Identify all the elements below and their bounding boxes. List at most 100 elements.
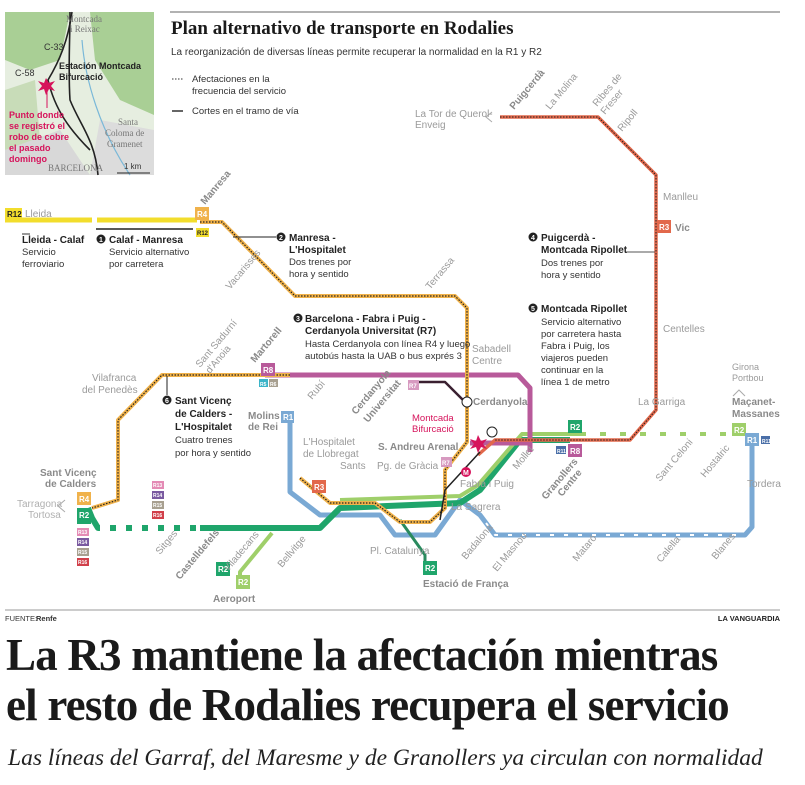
badge-r13-svicenc: R13: [78, 530, 87, 536]
station-molins-2: de Rei: [248, 422, 278, 433]
note-5-number: 5: [531, 306, 535, 313]
station-sabadell-2: Centre: [472, 356, 502, 367]
station-manresa: Manresa: [199, 168, 234, 206]
note-4-desc-2: hora y sentido: [541, 270, 601, 281]
inset-santa-1: Santa: [118, 117, 138, 127]
note-1-number: 1: [99, 237, 103, 244]
note-2-desc-2: hora y sentido: [289, 269, 349, 280]
note-6-desc-1: Cuatro trenes: [175, 435, 233, 446]
inset-scale: 1 km: [124, 162, 142, 171]
station-sants: Sants: [340, 461, 366, 472]
note-5-desc-2: por carretera hasta: [541, 329, 622, 340]
badge-r4-manresa: R4: [197, 210, 208, 219]
station-molins-1: Molins: [248, 411, 280, 422]
line-badges: R12 R4 R12 R3 R8 R5 R6 R1 R7 R7 R3 R4 R2…: [5, 111, 771, 589]
station-vic: Vic: [675, 223, 690, 234]
station-hospitalet-1: L'Hospitalet: [303, 437, 355, 448]
note-3-title-1: Barcelona - Fabra i Puig -: [305, 314, 426, 325]
note-4-desc-1: Dos trenes por: [541, 258, 603, 269]
arrow-tarragona-icon: [57, 499, 66, 513]
badge-r12-manresa: R12: [197, 231, 209, 237]
station-fabra: Fabra i Puig: [460, 479, 514, 490]
badge-r3-vic: R3: [659, 223, 670, 232]
legend-solid: Cortes en el tramo de vía: [192, 106, 299, 117]
headline-line-1: La R3 mantiene la afectación mientras: [6, 630, 718, 680]
station-svicenc-2: de Calders: [45, 479, 97, 490]
station-catalunya: Pl. Catalunya: [370, 546, 430, 557]
badge-r5-martorell: R5: [260, 382, 267, 388]
note-5-desc-5: continuar en la: [541, 365, 604, 376]
badge-r16-svicenc: R16: [78, 560, 87, 566]
station-celoni: Sant Celoni: [654, 437, 696, 484]
badge-r2-svicenc: R2: [79, 511, 90, 520]
station-manlleu: Manlleu: [663, 192, 698, 203]
station-castelldefels: Castelldefels: [174, 527, 222, 582]
interchange-cerdanyola-icon: [461, 396, 473, 408]
station-sagrera: La Sagrera: [451, 502, 501, 513]
note-2-title-1: Manresa -: [289, 233, 336, 244]
badge-r2-macanet: R2: [734, 426, 745, 435]
note-3-desc-1: Hasta Cerdanyola con línea R4 y luego: [305, 339, 470, 350]
station-montcada-1: Montcada: [412, 413, 454, 424]
note-2-desc-1: Dos trenes por: [289, 257, 351, 268]
line-r8: [265, 372, 533, 452]
note-3-number: 3: [296, 316, 300, 323]
inset-c58: C-58: [15, 68, 35, 78]
badge-r8-martorell: R8: [263, 366, 274, 375]
badge-r7-cerdanyola: R7: [409, 384, 417, 390]
note-2-title-2: L'Hospitalet: [289, 245, 346, 256]
station-franca: Estació de França: [423, 579, 509, 590]
note-5-desc-6: línea 1 de metro: [541, 377, 610, 388]
legend-dotted-2: frecuencia del servicio: [192, 86, 286, 97]
subheadline: Las líneas del Garraf, del Maresme y de …: [8, 745, 763, 771]
station-lleida: Lleida: [25, 209, 52, 220]
badge-r11-macanet: R11: [762, 439, 771, 445]
note-5-desc-4: viajeros pueden: [541, 353, 608, 364]
station-centelles: Centelles: [663, 324, 705, 335]
interchange-montcada-icon: [486, 426, 498, 438]
metro-icon: [461, 467, 471, 477]
inset-point-2: se registró el: [9, 121, 65, 131]
line-r4-dots: [200, 221, 468, 523]
service-notes: Lleida - Calaf Servicio ferroviario 1 Ca…: [22, 232, 655, 459]
station-macanet-1: Maçanet-: [732, 397, 775, 408]
badge-r6-martorell: R6: [270, 382, 277, 388]
station-molina: La Molina: [544, 71, 581, 112]
inset-santa-3: Gramenet: [107, 139, 143, 149]
inset-point-5: domingo: [9, 154, 47, 164]
station-vilafranca-1: Vilafranca: [92, 373, 137, 384]
badge-r13-sitges: R13: [153, 483, 162, 489]
note-6-title-3: L'Hospitalet: [175, 422, 232, 433]
badge-r3-hospitalet: R3: [314, 483, 325, 492]
badge-r15-svicenc: R15: [78, 550, 87, 556]
badge-r4-svicenc: R4: [79, 495, 90, 504]
station-puigcerda: Puigcerdà: [508, 67, 548, 111]
map-subtitle: La reorganización de diversas líneas per…: [171, 47, 542, 58]
station-tor-2: Enveig: [415, 120, 446, 131]
badge-r1-molins: R1: [283, 413, 294, 422]
badge-r16-sitges: R16: [153, 513, 162, 519]
station-vacarisses: Vacarisses: [224, 248, 263, 292]
line-cut-montcada: [439, 451, 481, 521]
inset-station-2: Bifurcació: [59, 72, 104, 82]
note-6-title-1: Sant Vicenç: [175, 396, 232, 407]
note-4-title-2: Montcada Ripollet: [541, 245, 628, 256]
badge-r1-macanet: R1: [747, 436, 758, 445]
badge-r2-granollers: R2: [570, 423, 581, 432]
inset-point-1: Punto donde: [9, 110, 64, 120]
note-6-title-2: de Calders -: [175, 409, 232, 420]
rodalies-map: Montcada i Reixac C-33 C-58 Estación Mon…: [5, 11, 781, 623]
lleida-note-desc-1: Servicio: [22, 247, 56, 258]
station-cerdanyola: Cerdanyola: [473, 397, 528, 408]
rail-lines: [5, 115, 755, 583]
arrow-tor-icon: [485, 111, 493, 123]
note-3-title-2: Cerdanyola Universitat (R7): [305, 326, 436, 337]
line-r3-dots: [495, 116, 657, 441]
station-rubi: Rubí: [306, 379, 328, 402]
badge-r2-castelldefels: R2: [218, 565, 229, 574]
station-tor-1: La Tor de Querol-: [415, 109, 493, 120]
note-1-desc-2: por carretera: [109, 259, 164, 270]
station-gracia: Pg. de Gràcia: [377, 461, 439, 472]
inset-reixac: i Reixac: [70, 24, 100, 34]
badge-r2-franca: R2: [425, 564, 436, 573]
